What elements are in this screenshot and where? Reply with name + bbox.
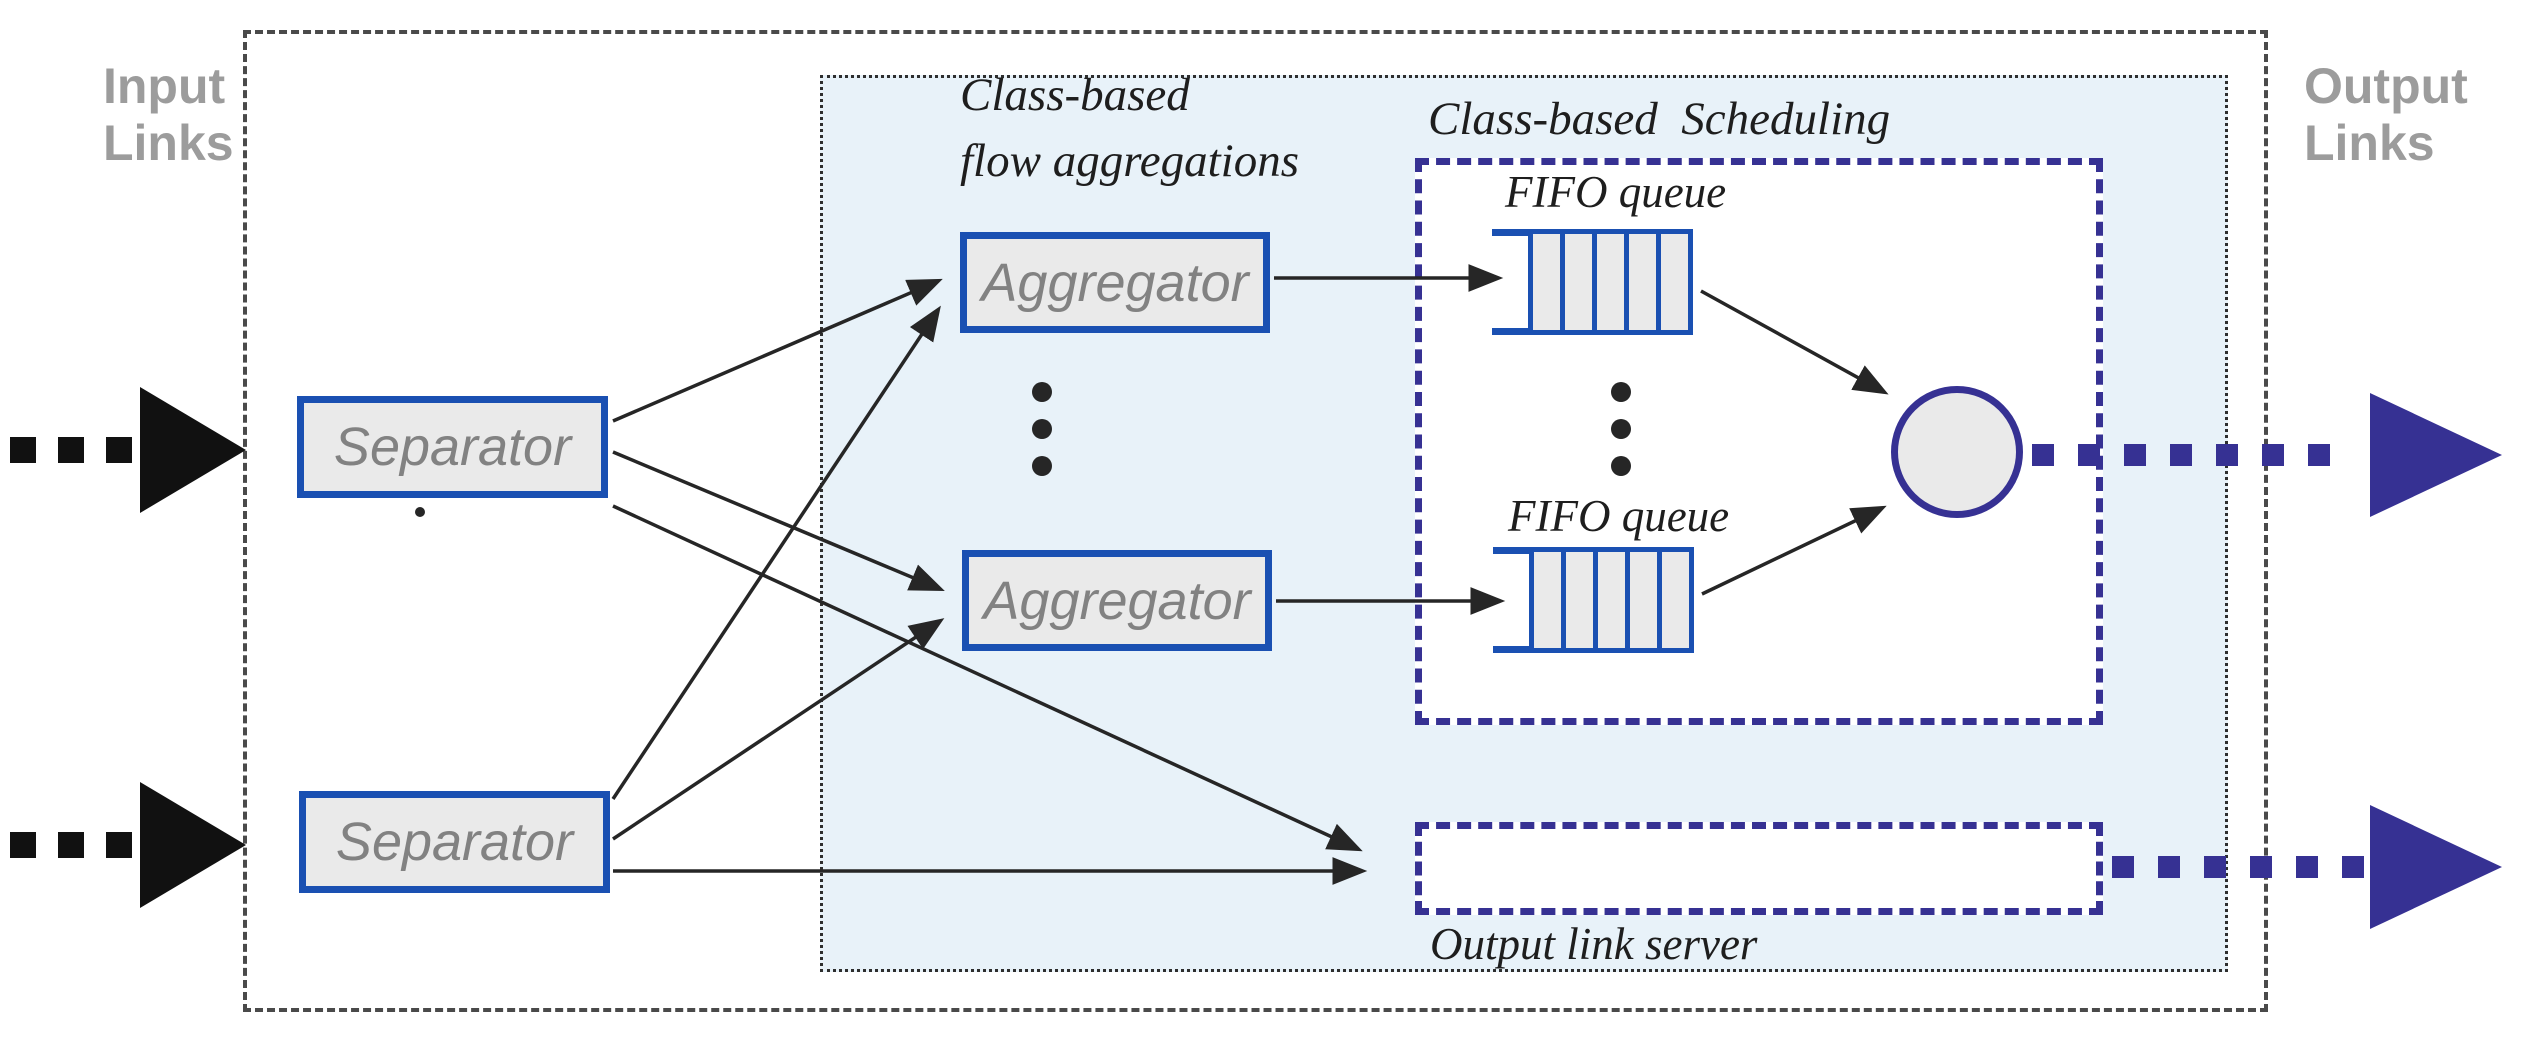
queue-cells [1528, 229, 1693, 335]
aggregator-2-label: Aggregator [983, 570, 1251, 631]
router-boundary-box [243, 30, 2268, 1012]
input-links-label: Input Links [103, 58, 234, 171]
aggregator-2-node: Aggregator [962, 550, 1272, 651]
separator-1-node: Separator [297, 396, 608, 498]
fifo-queue-top-icon [1492, 229, 1693, 335]
output-link-server-caption: Output link server [1430, 919, 1758, 969]
output-links-label: Output Links [2304, 58, 2468, 171]
separator-2-label: Separator [335, 812, 574, 872]
fifo-queue-bottom-caption: FIFO queue [1508, 491, 1730, 541]
scheduler-server-circle [1891, 386, 2023, 518]
queue-cell [1560, 229, 1597, 335]
scheduling-caption: Class-based Scheduling [1428, 93, 1891, 145]
aggregator-1-node: Aggregator [960, 232, 1270, 333]
queue-cell [1656, 229, 1693, 335]
input-link-arrow-2 [10, 782, 246, 908]
queue-cell [1657, 547, 1694, 653]
fifo-queue-top-caption: FIFO queue [1505, 167, 1727, 217]
fifo-queue-bottom-icon [1493, 547, 1694, 653]
input-link-arrow-1 [10, 387, 246, 513]
flow-aggregations-caption: Class-based flow aggregations [960, 69, 1300, 187]
separator-1-label: Separator [333, 417, 572, 477]
separator-2-node: Separator [299, 791, 610, 893]
output-link-server-box [1415, 822, 2103, 915]
queue-cell [1528, 229, 1565, 335]
aggregator-1-label: Aggregator [981, 252, 1249, 313]
queue-cells [1529, 547, 1694, 653]
